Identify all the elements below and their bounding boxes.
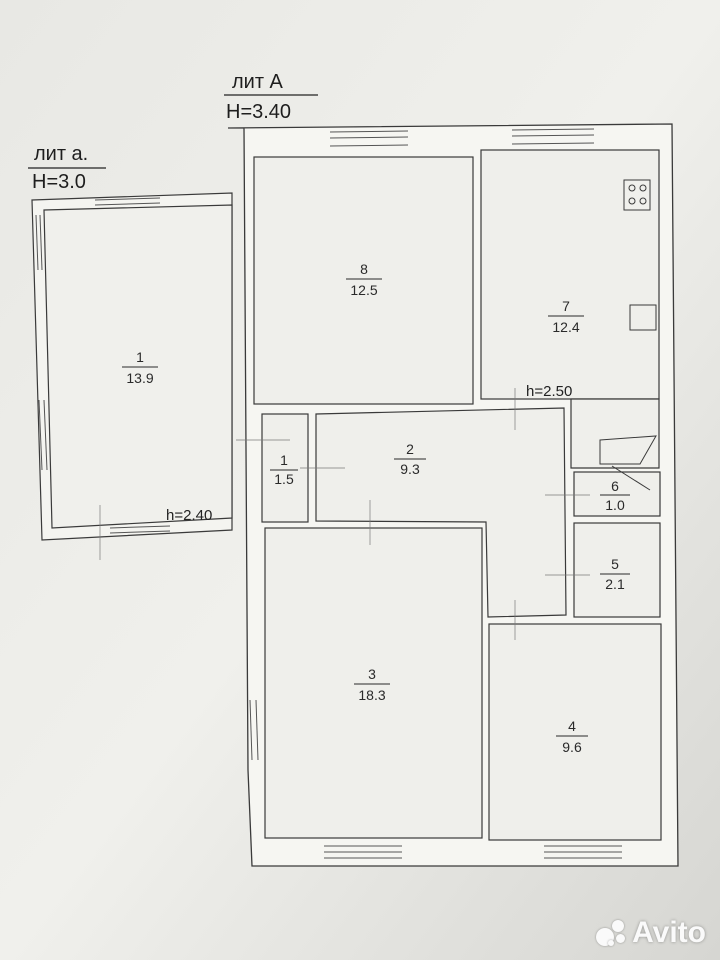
main-building-height: H=3.40 <box>226 101 291 123</box>
room-area: 13.9 <box>126 370 153 386</box>
room-area: 12.4 <box>552 319 579 335</box>
annex-windows <box>35 197 171 534</box>
room-area: 1.5 <box>274 471 294 487</box>
annex-building-height: H=3.0 <box>32 171 86 193</box>
room-5-outline <box>573 522 661 618</box>
room-area: 2.1 <box>605 576 625 592</box>
room-number: 8 <box>360 261 368 277</box>
room-label-3: 3 18.3 <box>354 666 390 703</box>
main-windows <box>249 128 622 859</box>
main-building-label: лит А <box>232 71 284 93</box>
room-label-5: 5 2.1 <box>600 556 630 592</box>
room-area: 9.3 <box>400 461 420 477</box>
room-label-8: 8 12.5 <box>346 261 382 298</box>
room-2-outline <box>315 407 567 618</box>
avito-watermark: Avito <box>594 916 706 950</box>
stair-detail <box>599 179 657 491</box>
room-number: 6 <box>611 478 619 494</box>
ceiling-mark-kitchen: h=2.50 <box>526 383 572 400</box>
room-label-2: 2 9.3 <box>394 441 426 477</box>
room-number: 3 <box>368 666 376 682</box>
avito-wordmark: Avito <box>632 916 706 949</box>
room-area: 1.0 <box>605 497 625 513</box>
room-label-7: 7 12.4 <box>548 298 584 335</box>
annex-building-label: лит а. <box>34 143 88 165</box>
room-number: 7 <box>562 298 570 314</box>
room-area: 18.3 <box>358 687 385 703</box>
room-number: 2 <box>406 441 414 457</box>
room-label-1-annex: 1 13.9 <box>122 349 158 386</box>
annex-interior <box>43 204 233 529</box>
room-number: 1 <box>280 452 288 468</box>
room-7-extension <box>570 398 660 469</box>
room-6-outline <box>573 471 661 517</box>
room-label-1-hall: 1 1.5 <box>270 452 298 487</box>
room-number: 5 <box>611 556 619 572</box>
room-area: 12.5 <box>350 282 377 298</box>
dimension-ticks <box>99 388 590 640</box>
room-label-4: 4 9.6 <box>556 718 588 755</box>
room-area: 9.6 <box>562 739 582 755</box>
room-3-outline <box>264 527 483 839</box>
room-label-6: 6 1.0 <box>600 478 630 513</box>
room-4-outline <box>488 623 662 841</box>
room-number: 4 <box>568 718 576 734</box>
room-number: 1 <box>136 349 144 365</box>
ceiling-mark-annex: h=2.40 <box>166 507 212 524</box>
avito-logo-icon <box>594 918 628 948</box>
room-8-outline <box>253 156 474 405</box>
